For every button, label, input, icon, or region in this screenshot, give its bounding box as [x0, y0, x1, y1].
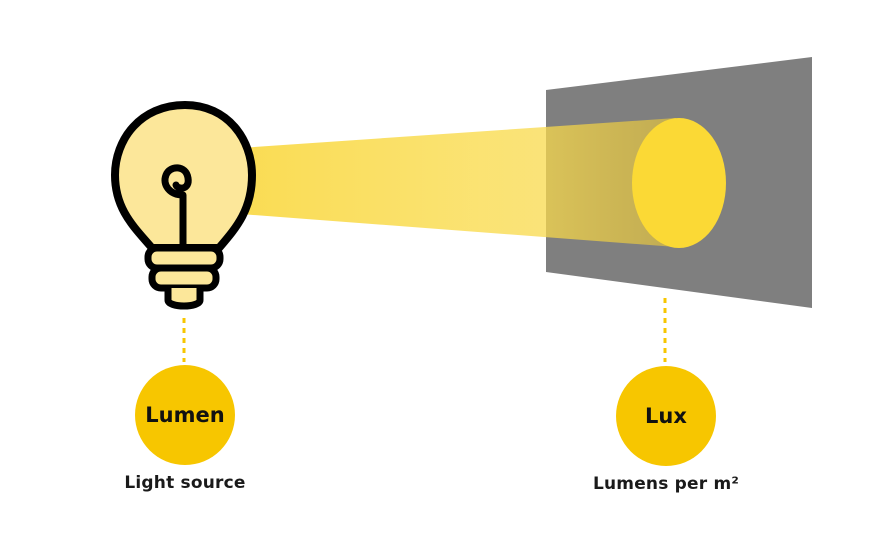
lumen-circle-shape — [135, 365, 235, 465]
lux-circle-shape — [616, 366, 716, 466]
illuminated-spot — [632, 118, 726, 248]
light-bulb-icon — [111, 101, 256, 310]
light-beam — [240, 118, 676, 247]
lumen-caption: Light source — [124, 473, 246, 493]
lux-caption: Lumens per m² — [592, 474, 740, 494]
lumen-label: Lumen — [145, 403, 225, 427]
lux-label: Lux — [645, 404, 687, 428]
